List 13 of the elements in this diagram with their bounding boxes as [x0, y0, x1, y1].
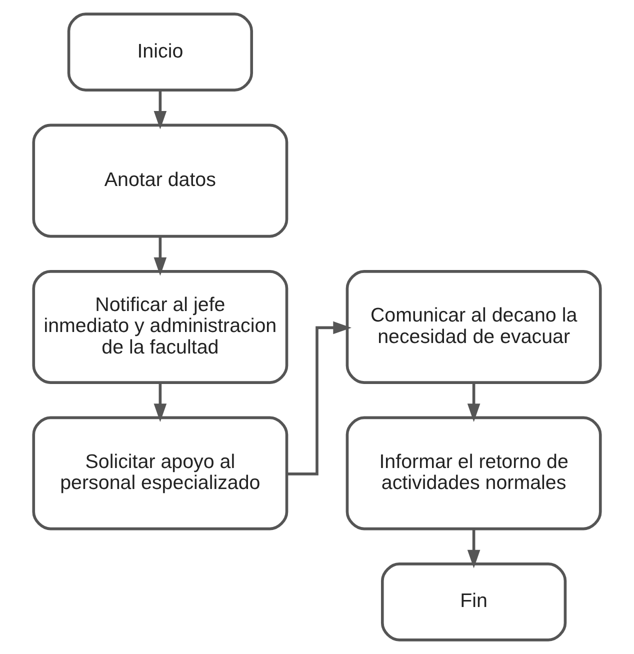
arrow — [467, 528, 480, 568]
node-box: Comunicar al decano la necesidad de evacuar — [346, 270, 602, 384]
arrow — [154, 90, 167, 130]
arrow — [154, 382, 167, 422]
node-box: Informar el retorno de actividades normales — [346, 416, 602, 530]
arrow — [467, 382, 480, 422]
arrow — [286, 321, 352, 476]
arrow — [154, 236, 167, 276]
node-box: Notificar al jefe inmediato y administracion de la facultad — [32, 270, 288, 384]
node-box: Fin — [380, 562, 567, 642]
node-box: Solicitar apoyo al personal especializado — [32, 416, 288, 530]
node-box: Inicio — [67, 12, 254, 92]
node-box: Anotar datos — [32, 124, 288, 238]
